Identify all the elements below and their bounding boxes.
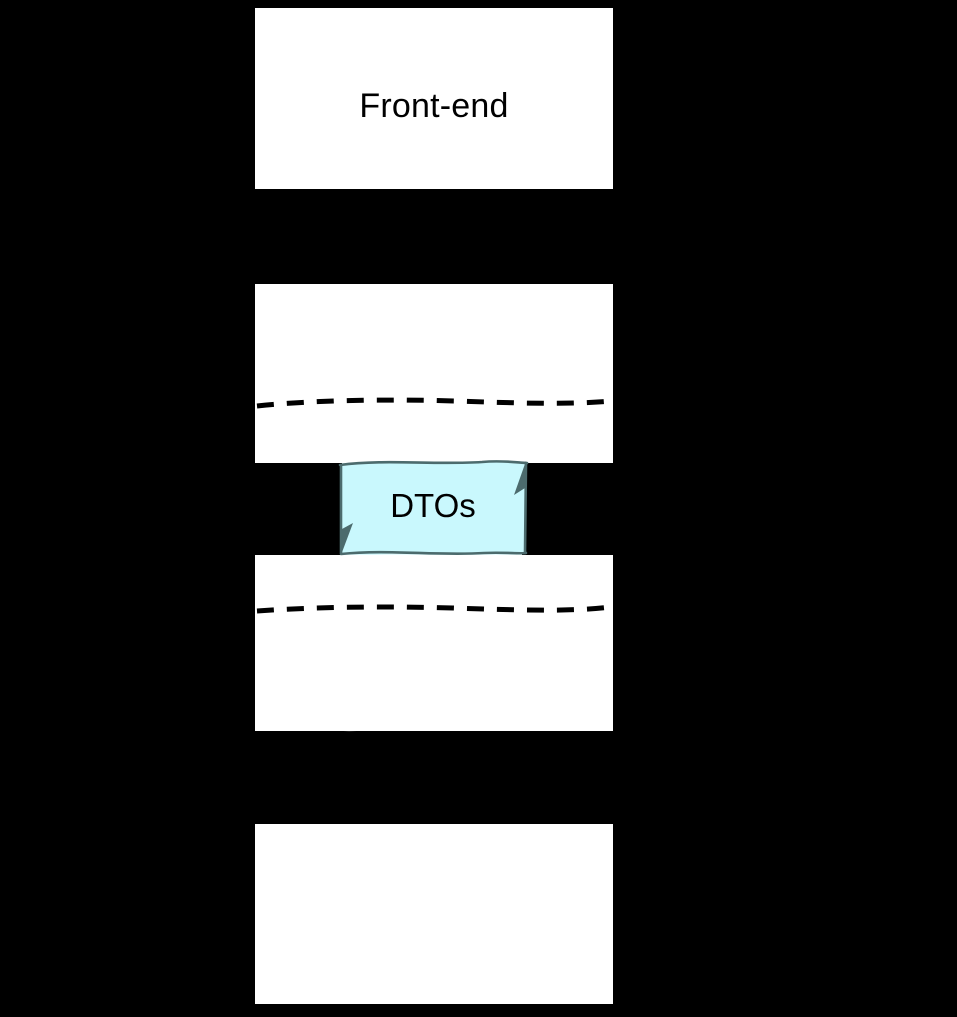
- layer-box-controller[interactable]: Controller: [255, 555, 613, 732]
- sublayer-divider-api: [255, 396, 613, 410]
- layer-box-frontend[interactable]: Front-end: [255, 8, 613, 189]
- arrow-down-icon: [341, 523, 353, 555]
- layer-box-service[interactable]: Service & Domain: [255, 824, 613, 1004]
- dto-connector-box[interactable]: [336, 457, 530, 559]
- dto-border-top: [338, 460, 529, 467]
- sublayer-divider-controller: [255, 603, 613, 617]
- dto-border-bottom: [339, 550, 528, 556]
- dto-border-right: [523, 461, 528, 555]
- layer-box-api[interactable]: API: [255, 284, 613, 671]
- arrow-up-icon: [514, 461, 526, 495]
